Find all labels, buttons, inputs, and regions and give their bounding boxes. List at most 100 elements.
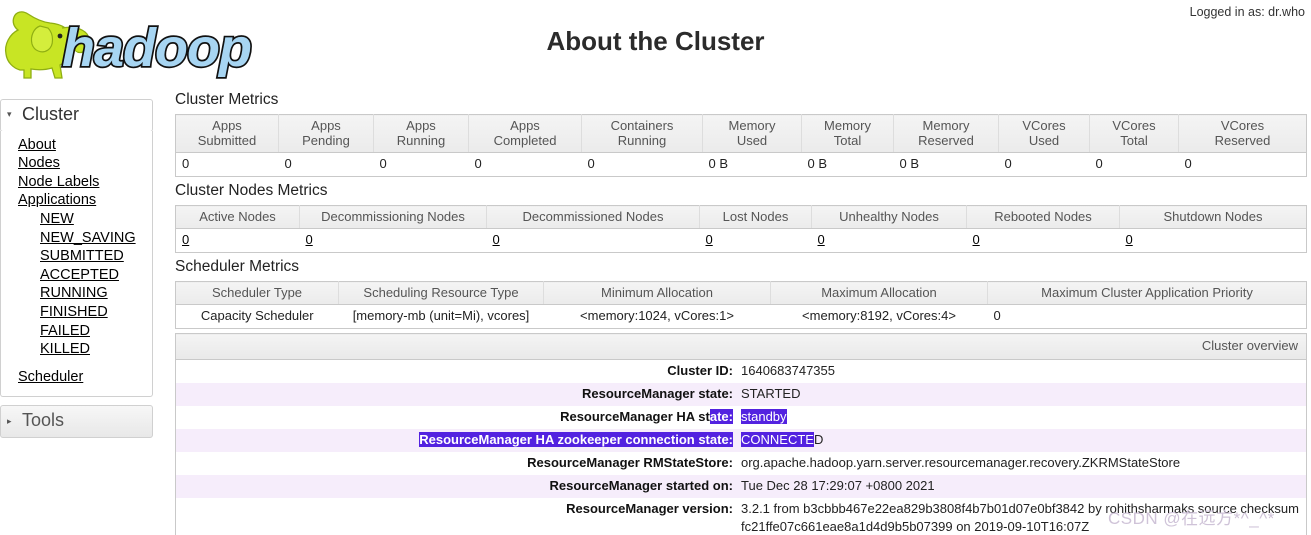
sidebar-section-tools: ▸ Tools [0,405,153,438]
sidebar-section-label-tools: Tools [22,410,65,431]
csdn-watermark: CSDN @在远方*^_^* [1108,509,1275,528]
sidebar-item-running[interactable]: RUNNING [40,285,108,302]
chevron-down-icon: ▾ [7,109,12,120]
table-row: 0 0 0 0 0 0 B 0 B 0 B 0 0 0 [175,152,1307,177]
col-memory-used: Memory Used [702,114,802,153]
col-memory-total: Memory Total [801,114,894,153]
row-value-cluster-id: 1640683747355 [741,359,1307,383]
lost-nodes-link[interactable]: 0 [705,232,713,247]
value-text-selected: standby [741,409,787,424]
table-row: ResourceManager version: 3.2.1 from b3cb… [175,498,1307,535]
cell-lost-nodes[interactable]: 0 [699,228,812,253]
table-row: Capacity Scheduler [memory-mb (unit=Mi),… [175,304,1307,329]
sidebar-item-killed[interactable]: KILLED [40,341,90,358]
rebooted-nodes-link[interactable]: 0 [972,232,980,247]
cell-minimum-allocation: <memory:1024, vCores:1> [543,304,771,329]
col-vcores-reserved: VCores Reserved [1178,114,1307,153]
col-apps-completed: Apps Completed [468,114,582,153]
col-shutdown-nodes: Shutdown Nodes [1119,205,1307,229]
cluster-overview-table: Cluster overview Cluster ID: 16406837473… [175,333,1307,535]
svg-text:hadoop: hadoop [62,18,251,78]
table-row: ResourceManager state: STARTED [175,383,1307,406]
cell-shutdown-nodes[interactable]: 0 [1119,228,1307,253]
row-value-rm-version: 3.2.1 from b3cbbb467e22ea829b3808f4b7b01… [741,498,1307,535]
col-vcores-total: VCores Total [1089,114,1179,153]
sidebar-item-new-saving[interactable]: NEW_SAVING [40,229,136,246]
col-max-cluster-app-priority: Maximum Cluster Application Priority [987,281,1307,305]
row-value-rm-ha-zk-state: CONNECTED [741,429,1307,452]
col-apps-pending: Apps Pending [278,114,374,153]
cell-active-nodes[interactable]: 0 [175,228,300,253]
cell-apps-pending: 0 [278,152,374,177]
cell-unhealthy-nodes[interactable]: 0 [811,228,967,253]
cell-rebooted-nodes[interactable]: 0 [966,228,1120,253]
label-text-selected: ate: [709,409,733,424]
cell-apps-completed: 0 [468,152,582,177]
decommissioned-nodes-link[interactable]: 0 [492,232,500,247]
row-label-rm-version: ResourceManager version: [175,498,741,535]
table-row: ResourceManager HA zookeeper connection … [175,429,1307,452]
row-label-rm-statestore: ResourceManager RMStateStore: [175,452,741,475]
sidebar-item-submitted[interactable]: SUBMITTED [40,248,124,265]
shutdown-nodes-link[interactable]: 0 [1125,232,1133,247]
cell-decommissioning-nodes[interactable]: 0 [299,228,487,253]
active-nodes-link[interactable]: 0 [182,232,190,247]
sidebar-item-finished[interactable]: FINISHED [40,303,108,320]
sidebar-item-accepted[interactable]: ACCEPTED [40,266,119,283]
row-value-rm-started-on: Tue Dec 28 17:29:07 +0800 2021 [741,475,1307,498]
cell-maximum-allocation: <memory:8192, vCores:4> [770,304,988,329]
sidebar-list-cluster: About Nodes Node Labels Applications NEW… [0,130,153,398]
col-rebooted-nodes: Rebooted Nodes [966,205,1120,229]
row-value-rm-ha-state: standby [741,406,1307,429]
col-vcores-used: VCores Used [998,114,1090,153]
col-active-nodes: Active Nodes [175,205,300,229]
col-scheduling-resource-type: Scheduling Resource Type [338,281,544,305]
col-maximum-allocation: Maximum Allocation [770,281,988,305]
cell-scheduler-type: Capacity Scheduler [175,304,339,329]
label-text-plain: ResourceManager HA st [560,409,710,424]
sidebar-item-scheduler[interactable]: Scheduler [18,368,84,385]
sidebar-section-header-tools[interactable]: ▸ Tools [0,405,153,438]
chevron-right-icon: ▸ [7,415,12,426]
col-memory-reserved: Memory Reserved [893,114,999,153]
cell-memory-total: 0 B [801,152,894,177]
decommissioning-nodes-link[interactable]: 0 [305,232,313,247]
sidebar-item-applications[interactable]: Applications [18,192,97,209]
col-scheduler-type: Scheduler Type [175,281,339,305]
cell-containers-running: 0 [581,152,703,177]
hadoop-logo: hadoop [0,0,285,88]
scheduler-metrics-table: Scheduler Type Scheduling Resource Type … [175,281,1307,329]
value-text-plain: D [813,432,824,447]
cell-apps-submitted: 0 [175,152,279,177]
row-value-rm-statestore: org.apache.hadoop.yarn.server.resourcema… [741,452,1307,475]
table-row: Cluster ID: 1640683747355 [175,359,1307,383]
cluster-overview-caption: Cluster overview [175,333,1307,360]
row-label-rm-ha-state: ResourceManager HA state: [175,406,741,429]
sidebar-item-new[interactable]: NEW [40,210,74,227]
sidebar-section-cluster: ▾ Cluster About Nodes Node Labels Applic… [0,99,153,398]
cluster-nodes-metrics-table: Active Nodes Decommissioning Nodes Decom… [175,205,1307,253]
cell-max-cluster-app-priority: 0 [987,304,1307,329]
sidebar-item-failed[interactable]: FAILED [40,322,90,339]
cluster-nodes-metrics-title: Cluster Nodes Metrics [175,182,328,199]
cluster-metrics-title: Cluster Metrics [175,91,279,108]
col-unhealthy-nodes: Unhealthy Nodes [811,205,967,229]
col-decommissioning-nodes: Decommissioning Nodes [299,205,487,229]
table-header-row: Active Nodes Decommissioning Nodes Decom… [175,205,1307,229]
sidebar-section-label-cluster: Cluster [22,104,80,124]
sidebar-item-node-labels[interactable]: Node Labels [18,173,100,190]
table-header-row: Cluster overview [175,333,1307,360]
page-header: hadoop About the Cluster Logged in as: d… [0,0,1311,90]
page-title: About the Cluster [546,26,765,56]
sidebar-item-nodes[interactable]: Nodes [18,155,60,172]
cell-memory-used: 0 B [702,152,802,177]
sidebar-spacer [1,359,152,368]
table-row: ResourceManager RMStateStore: org.apache… [175,452,1307,475]
table-header-row: Apps Submitted Apps Pending Apps Running… [175,114,1307,153]
col-containers-running: Containers Running [581,114,703,153]
table-row: 0 0 0 0 0 0 0 [175,228,1307,253]
unhealthy-nodes-link[interactable]: 0 [817,232,825,247]
sidebar-section-header-cluster[interactable]: ▾ Cluster [0,99,153,132]
sidebar-item-about[interactable]: About [18,136,56,153]
cell-decommissioned-nodes[interactable]: 0 [486,228,700,253]
